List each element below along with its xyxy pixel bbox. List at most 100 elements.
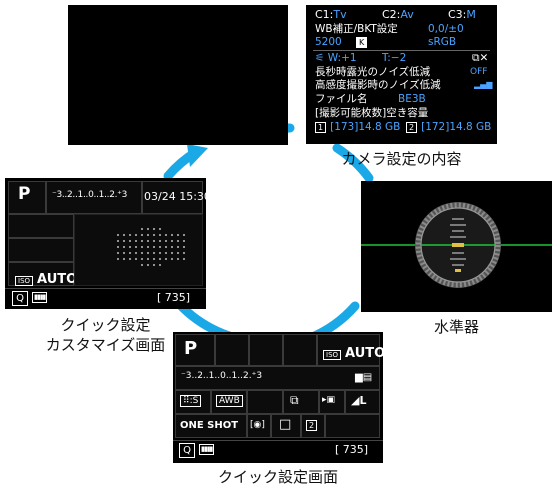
card2-icon: 2 xyxy=(406,122,418,133)
af-point-dot xyxy=(117,258,119,260)
af-point-dot xyxy=(135,258,137,260)
lens-aberration-icon[interactable]: ⧉ xyxy=(290,393,299,407)
image-quality[interactable]: ◢L xyxy=(351,394,367,407)
arc-camera-to-level xyxy=(332,143,374,183)
exposure-level-scale: ⁻3..2..1..0..1..2.⁺3 xyxy=(181,371,263,381)
iso-icon: ISO xyxy=(15,276,34,286)
af-point-dot xyxy=(141,252,143,254)
af-point-dot xyxy=(141,258,143,260)
high-iso-nr-label: 高感度撮影時のノイズ低減 xyxy=(315,79,441,91)
card-number-icon[interactable]: 2 xyxy=(306,420,318,431)
camera-settings-caption: カメラ設定の内容 xyxy=(341,150,462,168)
af-point-dot xyxy=(165,258,167,260)
af-point-dot xyxy=(147,228,149,230)
drive-mode-icon[interactable]: □ xyxy=(279,417,292,432)
wb-value: 0,0/±0 xyxy=(428,23,464,35)
af-point-dot xyxy=(141,264,143,266)
af-point-dot xyxy=(159,258,161,260)
level-caption: 水準器 xyxy=(433,318,479,336)
af-point-dot xyxy=(129,246,131,248)
q-label: Q xyxy=(183,445,191,456)
af-point-dot xyxy=(153,228,155,230)
af-point-dot xyxy=(177,258,179,260)
af-point-dot xyxy=(153,258,155,260)
quick-control-caption: クイック設定画面 xyxy=(217,468,338,486)
af-point-dot xyxy=(123,252,125,254)
af-point-dot xyxy=(177,252,179,254)
picture-style-icon[interactable]: ⠿:S xyxy=(180,395,202,407)
af-point-dot xyxy=(123,240,125,242)
af-point-dot xyxy=(153,240,155,242)
kelvin-badge: K xyxy=(356,37,368,48)
shots-remaining: [ 735] xyxy=(335,443,369,456)
af-point-dot xyxy=(171,258,173,260)
af-point-dot xyxy=(159,246,161,248)
q-button-icon[interactable]: Q xyxy=(179,443,195,458)
card1-value: [173]14.8 GB xyxy=(330,121,401,133)
iso-icon: ISO xyxy=(323,350,342,360)
shooting-mode: P xyxy=(184,338,198,359)
c3-value: M xyxy=(466,8,476,21)
af-point-dot xyxy=(141,228,143,230)
high-iso-nr-level-icon: ▂▄▆ xyxy=(474,80,493,89)
card2-value: [172]14.8 GB xyxy=(421,121,492,133)
card-select-icon[interactable]: ▸▣ xyxy=(322,395,336,405)
wb-label: WB補正/BKT設定 xyxy=(315,23,398,35)
af-point-dot xyxy=(129,234,131,236)
af-point-dot xyxy=(153,264,155,266)
af-point-dot xyxy=(159,228,161,230)
af-point-dot xyxy=(153,246,155,248)
custom-quick-caption: クイック設定 カスタマイズ画面 xyxy=(0,315,211,355)
metering-mode-icon[interactable]: [◉] xyxy=(250,420,265,430)
af-point-grid xyxy=(117,228,189,270)
af-point-dot xyxy=(177,234,179,236)
af-point-dot xyxy=(165,246,167,248)
af-point-dot xyxy=(159,264,161,266)
shots-remaining: [ 735] xyxy=(157,291,191,304)
af-point-dot xyxy=(183,240,185,242)
file-name-value: BE3B xyxy=(398,93,426,105)
af-point-dot xyxy=(165,234,167,236)
af-point-dot xyxy=(117,246,119,248)
af-point-dot xyxy=(183,252,185,254)
af-point-dot xyxy=(165,240,167,242)
long-exposure-nr-label: 長秒時露光のノイズ低減 xyxy=(315,66,431,78)
af-point-dot xyxy=(117,234,119,236)
center-marker xyxy=(455,269,461,272)
exposure-level-scale: ⁻3..2..1..0..1..2.⁺3 xyxy=(52,190,128,200)
af-point-dot xyxy=(171,252,173,254)
battery-icon: ▮▮▮▮ xyxy=(32,292,48,303)
shots-capacity-label: [撮影可能枚数]空き容量 xyxy=(315,107,429,119)
af-point-dot xyxy=(147,234,149,236)
af-point-dot xyxy=(147,252,149,254)
copy-delete-icon: ⧉✕ xyxy=(472,52,489,64)
af-point-dot xyxy=(135,246,137,248)
q-button-icon[interactable]: Q xyxy=(12,291,28,306)
af-point-dot xyxy=(183,234,185,236)
tone-value: T:−2 xyxy=(382,52,407,64)
metering-camera-icon: ▆▤ xyxy=(355,372,373,383)
custom-caption-line1: クイック設定 xyxy=(60,316,151,334)
af-point-dot xyxy=(171,240,173,242)
af-point-dot xyxy=(147,240,149,242)
af-point-dot xyxy=(123,246,125,248)
af-point-dot xyxy=(159,234,161,236)
blank-screen xyxy=(68,5,288,145)
af-point-dot xyxy=(135,234,137,236)
af-point-dot xyxy=(177,240,179,242)
iso-value: AUTO xyxy=(37,272,78,287)
af-point-dot xyxy=(129,240,131,242)
af-point-dot xyxy=(123,258,125,260)
af-point-dot xyxy=(129,258,131,260)
long-exposure-nr-value: OFF xyxy=(470,67,488,77)
af-point-dot xyxy=(183,246,185,248)
af-mode[interactable]: ONE SHOT xyxy=(180,420,239,431)
af-point-dot xyxy=(165,252,167,254)
battery-icon: ▮▮▮▮ xyxy=(199,444,215,455)
shooting-mode: P xyxy=(18,184,31,204)
af-point-dot xyxy=(153,234,155,236)
white-balance-icon[interactable]: AWB xyxy=(216,395,243,407)
c1-value: Tv xyxy=(333,8,347,21)
